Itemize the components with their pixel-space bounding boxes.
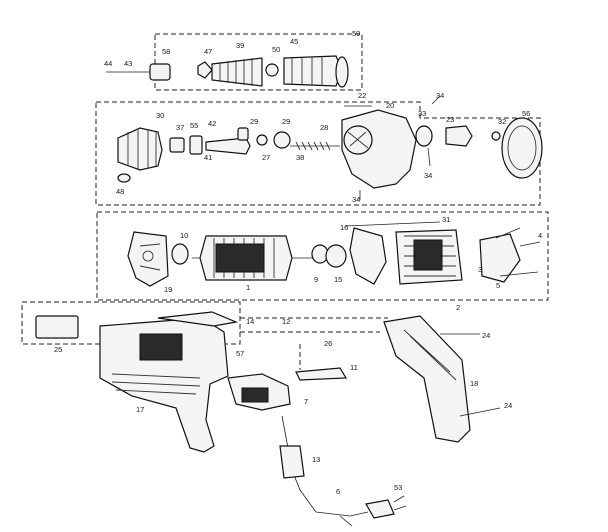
motor-assembly (127, 221, 541, 287)
callout-37: 37 (176, 123, 184, 132)
callout-29-left: 29 (250, 117, 258, 126)
group-box-housing-assembly (21, 301, 241, 345)
callout-47: 47 (204, 47, 212, 56)
callout-25: 25 (54, 345, 62, 354)
callout-27: 27 (262, 153, 270, 162)
callout-26: 26 (324, 339, 332, 348)
callout-5: 5 (496, 281, 500, 290)
callout-33: 33 (418, 109, 426, 118)
callout-38: 38 (296, 153, 304, 162)
callout-43: 43 (124, 59, 132, 68)
callout-58: 58 (162, 47, 170, 56)
callout-4: 4 (538, 231, 542, 240)
callout-14-upper: 14 (246, 317, 254, 326)
callout-53: 53 (394, 483, 402, 492)
callout-11: 11 (350, 363, 358, 372)
callout-20: 20 (386, 101, 394, 110)
callout-2: 2 (456, 303, 460, 312)
callout-56: 56 (522, 109, 530, 118)
callout-50: 50 (272, 45, 280, 54)
callout-6: 6 (336, 487, 340, 496)
callout-34-low: 34 (352, 195, 360, 204)
callout-1: 1 (246, 283, 250, 292)
callout-30: 30 (156, 111, 164, 120)
callout-13: 13 (312, 455, 320, 464)
callout-19: 19 (164, 285, 172, 294)
group-box-motor-assembly (96, 211, 549, 301)
callout-31: 31 (442, 215, 450, 224)
gear-case-assembly (117, 95, 543, 200)
callout-42: 42 (208, 119, 216, 128)
callout-41: 41 (204, 153, 212, 162)
callout-34-mid: 34 (424, 171, 432, 180)
callout-17: 17 (136, 405, 144, 414)
callout-24-upper: 24 (482, 331, 490, 340)
callout-22: 22 (358, 91, 366, 100)
leader-housing-to-handle (240, 317, 388, 370)
callout-10: 10 (180, 231, 188, 240)
callout-29-right: 29 (282, 117, 290, 126)
callout-7: 7 (304, 397, 308, 406)
chuck-assembly (106, 55, 349, 88)
callout-32: 32 (498, 117, 506, 126)
callout-39: 39 (236, 41, 244, 50)
housing-and-handle-assembly (35, 311, 501, 527)
group-box-gear-case (95, 101, 541, 206)
callout-24-lower: 24 (504, 401, 512, 410)
callout-55-gear: 55 (190, 121, 198, 130)
callout-9: 9 (314, 275, 318, 284)
callout-57: 57 (236, 349, 244, 358)
callout-16: 16 (340, 223, 348, 232)
callout-23: 23 (446, 115, 454, 124)
callout-59: 59 (352, 29, 360, 38)
callout-28: 28 (320, 123, 328, 132)
callout-44: 44 (104, 59, 112, 68)
callout-3: 3 (478, 265, 482, 274)
callout-12: 12 (282, 317, 290, 326)
callout-18: 18 (470, 379, 478, 388)
callout-45: 45 (290, 37, 298, 46)
callout-34-top: 34 (436, 91, 444, 100)
callout-48: 48 (116, 187, 124, 196)
callout-labels: 44 43 58 47 39 50 45 59 22 34 20 30 37 5… (54, 29, 542, 496)
callout-15: 15 (334, 275, 342, 284)
